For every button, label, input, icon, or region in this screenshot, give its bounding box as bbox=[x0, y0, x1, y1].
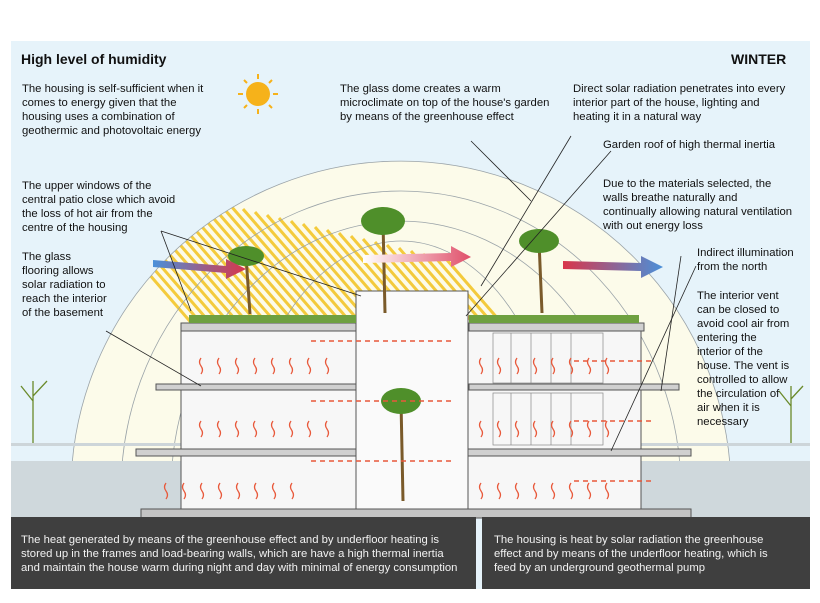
footer-left-text: The heat generated by means of the green… bbox=[21, 534, 458, 574]
leader-lines bbox=[105, 135, 697, 452]
heat-wave-icon bbox=[235, 482, 241, 500]
heat-wave-icon bbox=[306, 420, 312, 438]
garden-roof-left bbox=[189, 315, 356, 323]
heat-wave-icon bbox=[216, 357, 222, 375]
heat-wave-icon bbox=[496, 420, 502, 438]
heat-wave-icon bbox=[496, 357, 502, 375]
heat-wave-icon bbox=[478, 357, 484, 375]
heat-wave-icon bbox=[532, 357, 538, 375]
heat-wave-icon bbox=[568, 420, 574, 438]
label-glass-flooring: The glass flooring allows solar radiatio… bbox=[22, 251, 107, 319]
page-title: High level of humidity bbox=[21, 51, 167, 67]
house-cross-section-illustration bbox=[11, 74, 810, 519]
heat-wave-icon bbox=[478, 482, 484, 500]
heat-wave-icon bbox=[586, 357, 592, 375]
season-label: WINTER bbox=[731, 51, 787, 67]
heat-wave-icon bbox=[604, 482, 610, 500]
heat-wave-icon bbox=[163, 357, 610, 500]
heat-wave-icon bbox=[252, 357, 258, 375]
building-structure bbox=[135, 290, 692, 519]
palm-tree-icon bbox=[228, 246, 264, 315]
label-self-sufficient: The housing is self-sufficient when it c… bbox=[22, 83, 204, 137]
heat-wave-icon bbox=[270, 420, 276, 438]
heat-wave-icon bbox=[216, 420, 222, 438]
heat-wave-icon bbox=[288, 420, 294, 438]
footer-right-panel: The housing is heat by solar radiation t… bbox=[482, 517, 810, 589]
heat-wave-icon bbox=[163, 482, 169, 500]
air-flow-arrow-icon bbox=[563, 256, 663, 278]
heat-wave-icon bbox=[270, 357, 276, 375]
heat-wave-icon bbox=[514, 357, 520, 375]
label-upper-windows: The upper windows of the central patio c… bbox=[22, 180, 176, 234]
label-interior-vent: The interior vent can be closed to avoid… bbox=[697, 290, 790, 428]
label-indirect-illumination: Indirect illumination from the north bbox=[697, 247, 794, 273]
heat-wave-icon bbox=[514, 420, 520, 438]
heat-wave-icon bbox=[586, 420, 592, 438]
heat-wave-icon bbox=[478, 420, 484, 438]
air-flow-arrow-icon bbox=[363, 246, 471, 267]
garden-roof-right bbox=[469, 315, 639, 323]
sun-icon bbox=[238, 74, 278, 114]
footer-right-text: The housing is heat by solar radiation t… bbox=[494, 534, 768, 574]
label-glass-dome: The glass dome creates a warm microclima… bbox=[340, 83, 550, 123]
label-garden-roof: Garden roof of high thermal inertia bbox=[603, 139, 776, 151]
footer-left-panel: The heat generated by means of the green… bbox=[11, 517, 476, 589]
heat-wave-icon bbox=[604, 420, 610, 438]
heat-wave-icon bbox=[568, 482, 574, 500]
heat-wave-icon bbox=[234, 357, 240, 375]
heat-wave-icon bbox=[586, 482, 592, 500]
heat-wave-icon bbox=[532, 482, 538, 500]
heat-wave-icon bbox=[253, 482, 259, 500]
heat-wave-icon bbox=[289, 482, 295, 500]
heat-wave-icon bbox=[198, 420, 204, 438]
bare-tree-right bbox=[778, 385, 804, 443]
air-flow-arrow-icon bbox=[153, 259, 246, 279]
heat-wave-icon bbox=[324, 420, 330, 438]
heat-wave-icon bbox=[198, 357, 204, 375]
heat-wave-icon bbox=[550, 357, 556, 375]
bare-tree-left bbox=[20, 380, 48, 443]
heat-wave-icon bbox=[324, 357, 330, 375]
label-direct-solar: Direct solar radiation penetrates into e… bbox=[573, 83, 786, 123]
heat-wave-icon bbox=[217, 482, 223, 500]
heat-wave-icon bbox=[271, 482, 277, 500]
palm-tree-icon bbox=[519, 229, 559, 314]
heat-wave-icon bbox=[604, 357, 610, 375]
heat-wave-icon bbox=[252, 420, 258, 438]
heat-wave-icon bbox=[550, 482, 556, 500]
heat-wave-icon bbox=[550, 420, 556, 438]
heat-wave-icon bbox=[181, 482, 187, 500]
heat-wave-icon bbox=[306, 357, 312, 375]
heat-flow-dashes bbox=[311, 340, 651, 482]
label-materials: Due to the materials selected, the walls… bbox=[603, 178, 793, 232]
heat-wave-icon bbox=[514, 482, 520, 500]
heat-wave-icon bbox=[496, 482, 502, 500]
heat-wave-icon bbox=[532, 420, 538, 438]
palm-tree-icon bbox=[361, 207, 405, 314]
heat-wave-icon bbox=[568, 357, 574, 375]
diagram-panel: High level of humidity WINTER The housin… bbox=[11, 41, 810, 589]
heat-wave-icon bbox=[234, 420, 240, 438]
heat-wave-icon bbox=[288, 357, 294, 375]
heat-wave-icon bbox=[199, 482, 205, 500]
